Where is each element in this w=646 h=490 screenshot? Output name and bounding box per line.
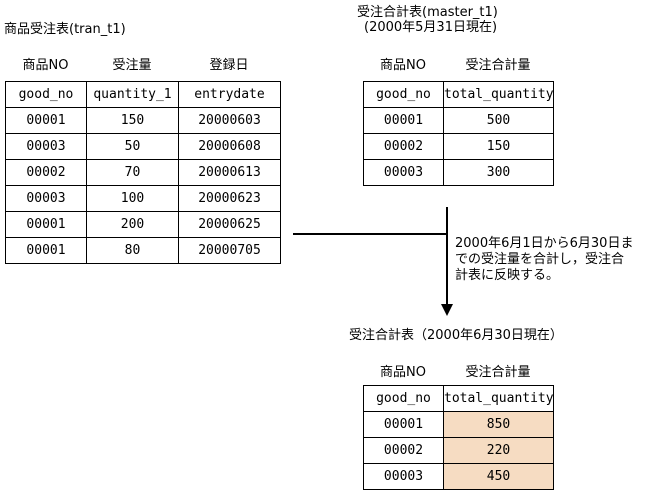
cell-quantity: 100 xyxy=(86,185,179,212)
tran-header-entrydate: entrydate xyxy=(178,81,281,108)
master-table: good_no total_quantity 00001 500 00002 1… xyxy=(363,81,554,186)
cell-total-quantity-updated: 450 xyxy=(443,463,554,490)
connector-line-vertical xyxy=(446,207,448,306)
cell-good-no: 00003 xyxy=(363,159,444,186)
process-annotation: 2000年6月1日から6月30日ま での受注量を合計し，受注合 計表に反映する。 xyxy=(455,236,634,283)
cell-good-no: 00003 xyxy=(363,463,444,490)
cell-good-no: 00003 xyxy=(5,133,87,160)
connector-line-horizontal xyxy=(293,233,447,235)
table-row: 00003 450 xyxy=(363,463,554,490)
cell-entrydate: 20000625 xyxy=(178,211,281,238)
table-row: 00001 500 xyxy=(363,107,554,134)
cell-total-quantity-updated: 850 xyxy=(443,411,554,438)
cell-good-no: 00002 xyxy=(5,159,87,186)
master-col-label-good-no: 商品NO xyxy=(380,58,426,73)
master-header-good-no: good_no xyxy=(363,81,444,108)
cell-quantity: 80 xyxy=(86,237,179,264)
tran-header-good-no: good_no xyxy=(5,81,87,108)
cell-total-quantity: 300 xyxy=(443,159,554,186)
master-header-total-quantity: total_quantity xyxy=(443,81,554,108)
result-table-title: 受注合計表（2000年6月30日現在） xyxy=(349,328,563,343)
tran-table-header-row: good_no quantity_1 entrydate xyxy=(5,81,281,108)
result-header-good-no: good_no xyxy=(363,385,444,412)
cell-entrydate: 20000603 xyxy=(178,107,281,134)
cell-quantity: 200 xyxy=(86,211,179,238)
cell-entrydate: 20000608 xyxy=(178,133,281,160)
cell-quantity: 50 xyxy=(86,133,179,160)
cell-good-no: 00001 xyxy=(5,211,87,238)
result-table-header-row: good_no total_quantity xyxy=(363,385,554,412)
tran-table-title: 商品受注表(tran_t1) xyxy=(4,22,126,37)
result-col-label-good-no: 商品NO xyxy=(380,365,426,380)
table-row: 00002 70 20000613 xyxy=(5,159,281,186)
table-row: 00001 850 xyxy=(363,411,554,438)
table-row: 00002 150 xyxy=(363,133,554,160)
table-row: 00003 300 xyxy=(363,159,554,186)
table-row: 00002 220 xyxy=(363,437,554,464)
cell-quantity: 70 xyxy=(86,159,179,186)
cell-good-no: 00001 xyxy=(363,411,444,438)
arrow-down-icon xyxy=(441,304,453,316)
cell-entrydate: 20000623 xyxy=(178,185,281,212)
cell-entrydate: 20000705 xyxy=(178,237,281,264)
result-header-total-quantity: total_quantity xyxy=(443,385,554,412)
result-col-label-total-quantity: 受注合計量 xyxy=(465,365,531,380)
table-row: 00001 80 20000705 xyxy=(5,237,281,264)
tran-col-label-quantity: 受注量 xyxy=(112,58,152,73)
master-table-subtitle: (2000年5月31日現在) xyxy=(364,20,498,35)
master-table-title: 受注合計表(master_t1) xyxy=(357,5,498,20)
table-row: 00001 200 20000625 xyxy=(5,211,281,238)
cell-good-no: 00002 xyxy=(363,437,444,464)
cell-good-no: 00002 xyxy=(363,133,444,160)
master-col-label-total-quantity: 受注合計量 xyxy=(465,58,531,73)
cell-good-no: 00001 xyxy=(5,237,87,264)
cell-good-no: 00003 xyxy=(5,185,87,212)
table-row: 00001 150 20000603 xyxy=(5,107,281,134)
cell-total-quantity-updated: 220 xyxy=(443,437,554,464)
cell-quantity: 150 xyxy=(86,107,179,134)
tran-table: good_no quantity_1 entrydate 00001 150 2… xyxy=(5,81,281,264)
result-table: good_no total_quantity 00001 850 00002 2… xyxy=(363,385,554,490)
cell-total-quantity: 500 xyxy=(443,107,554,134)
cell-total-quantity: 150 xyxy=(443,133,554,160)
tran-header-quantity-1: quantity_1 xyxy=(86,81,179,108)
table-row: 00003 50 20000608 xyxy=(5,133,281,160)
tran-col-label-good-no: 商品NO xyxy=(22,58,69,73)
cell-good-no: 00001 xyxy=(5,107,87,134)
master-table-header-row: good_no total_quantity xyxy=(363,81,554,108)
cell-entrydate: 20000613 xyxy=(178,159,281,186)
tran-col-label-entrydate: 登録日 xyxy=(209,58,249,73)
table-row: 00003 100 20000623 xyxy=(5,185,281,212)
cell-good-no: 00001 xyxy=(363,107,444,134)
